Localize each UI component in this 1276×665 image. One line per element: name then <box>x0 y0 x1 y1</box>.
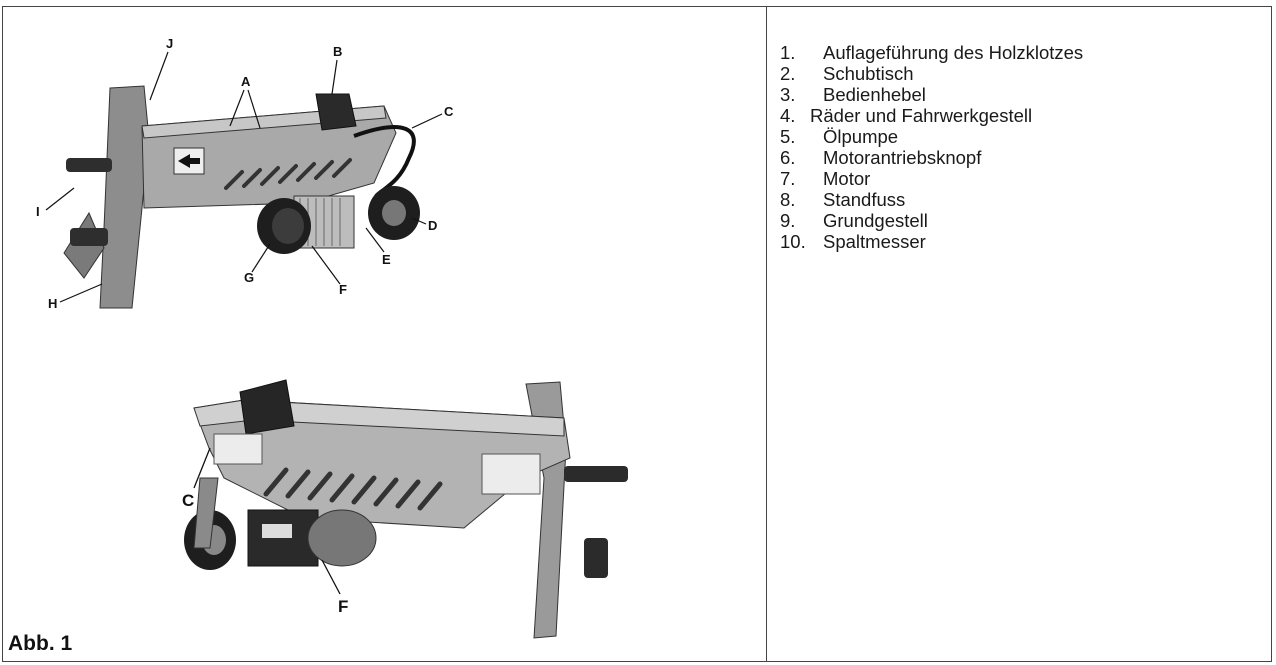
legend-item-number: 5. <box>780 126 796 147</box>
legend-item-text: Auflageführung des Holzklotzes <box>823 42 1084 63</box>
legend-item-text: Bedienhebel <box>823 84 926 105</box>
legend-item: 3. Bedienhebel <box>780 84 1250 105</box>
parts-legend: 1. Auflageführung des Holzklotzes 2. Sch… <box>780 42 1250 252</box>
bottom-label-c: C <box>182 491 194 510</box>
top-label-a: A <box>241 74 251 89</box>
legend-item-text: Ölpumpe <box>823 126 899 147</box>
top-label-h: H <box>48 296 57 311</box>
legend-item-text: Motor <box>823 168 871 189</box>
bottom-machine-drawing: C F <box>182 379 628 639</box>
legend-item-text: Grundgestell <box>823 210 928 231</box>
legend-item: 6. Motorantriebsknopf <box>780 147 1250 168</box>
legend-item-text: Motorantriebsknopf <box>823 147 982 168</box>
legend-item-text: Spaltmesser <box>823 231 926 252</box>
legend-item-number: 10. <box>780 231 806 252</box>
legend-item: 4. Räder und Fahrwerkgestell <box>780 105 1250 126</box>
legend-item-text: Standfuss <box>823 189 906 210</box>
legend-item: 9. Grundgestell <box>780 210 1250 231</box>
legend-item-number: 9. <box>780 210 796 231</box>
top-label-j: J <box>166 36 173 51</box>
top-label-g: G <box>244 270 254 285</box>
legend-item-number: 1. <box>780 42 796 63</box>
legend-item-number: 3. <box>780 84 796 105</box>
legend-item-number: 2. <box>780 63 796 84</box>
legend-item-number: 6. <box>780 147 796 168</box>
top-label-i: I <box>36 204 40 219</box>
legend-item-text: Räder und Fahrwerkgestell <box>810 105 1033 126</box>
column-divider <box>766 6 767 662</box>
legend-item: 7. Motor <box>780 168 1250 189</box>
legend-item: 2. Schubtisch <box>780 63 1250 84</box>
legend-item-number: 7. <box>780 168 796 189</box>
figure-pane: J A B C I D E G F H <box>4 8 764 660</box>
legend-item-number: 4. <box>780 105 796 126</box>
top-label-e: E <box>382 252 391 267</box>
legend-item: 8. Standfuss <box>780 189 1250 210</box>
legend-item-text: Schubtisch <box>823 63 914 84</box>
document-frame <box>2 6 1272 662</box>
figure-caption: Abb. 1 <box>8 632 73 655</box>
top-machine-drawing: J A B C I D E G F H <box>36 36 454 311</box>
bottom-label-f: F <box>338 597 348 616</box>
log-splitter-illustrations: J A B C I D E G F H <box>36 36 628 639</box>
top-label-d: D <box>428 218 437 233</box>
legend-item-number: 8. <box>780 189 796 210</box>
top-label-c: C <box>444 104 454 119</box>
legend-item: 5. Ölpumpe <box>780 126 1250 147</box>
legend-item: 10. Spaltmesser <box>780 231 1250 252</box>
top-label-f: F <box>339 282 347 297</box>
legend-item: 1. Auflageführung des Holzklotzes <box>780 42 1250 63</box>
top-label-b: B <box>333 44 342 59</box>
